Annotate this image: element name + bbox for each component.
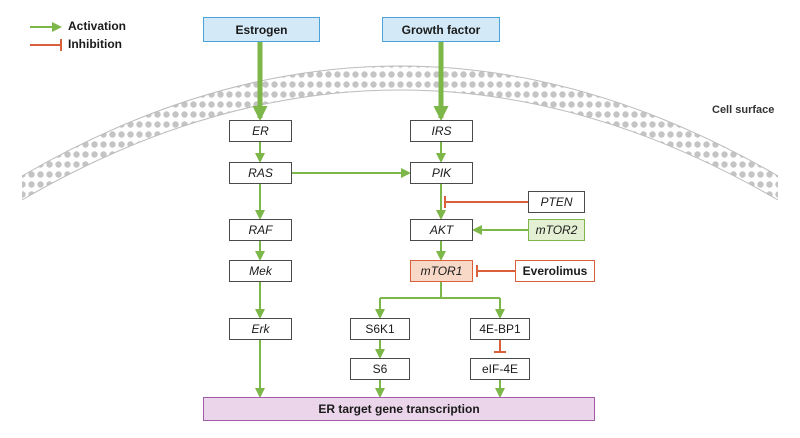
s6-node: S6 — [350, 358, 410, 380]
pik-node: PIK — [410, 162, 473, 184]
erk-node: Erk — [229, 318, 292, 340]
estrogen-node: Estrogen — [203, 17, 320, 42]
mtor1-branch-line — [380, 282, 500, 299]
mtor1-node: mTOR1 — [410, 260, 473, 282]
s6k1-node: S6K1 — [350, 318, 410, 340]
er-node: ER — [229, 120, 292, 142]
akt-node: AKT — [410, 219, 473, 241]
irs-node: IRS — [410, 120, 473, 142]
everolimus-node: Everolimus — [515, 260, 595, 282]
raf-node: RAF — [229, 219, 292, 241]
transcription-node: ER target gene transcription — [203, 397, 595, 421]
legend-inhibition-bar — [30, 39, 62, 51]
4ebp1-node: 4E-BP1 — [470, 318, 530, 340]
mtor2-node: mTOR2 — [528, 219, 585, 241]
pten-node: PTEN — [528, 191, 585, 213]
ras-node: RAS — [229, 162, 292, 184]
cell-membrane — [21, 65, 779, 201]
everolimus-inhibits-mtor1 — [476, 265, 515, 277]
growth-factor-node: Growth factor — [382, 17, 500, 42]
pten-inhibits-pik — [444, 196, 528, 208]
eif4e-node: eIF-4E — [470, 358, 530, 380]
cell-surface-label: Cell surface — [712, 104, 775, 116]
mek-node: Mek — [229, 260, 292, 282]
legend-inhibition-label: Inhibition — [68, 37, 122, 51]
4ebp1-inhibits-eif4e — [494, 340, 506, 353]
legend-activation-label: Activation — [68, 19, 127, 33]
